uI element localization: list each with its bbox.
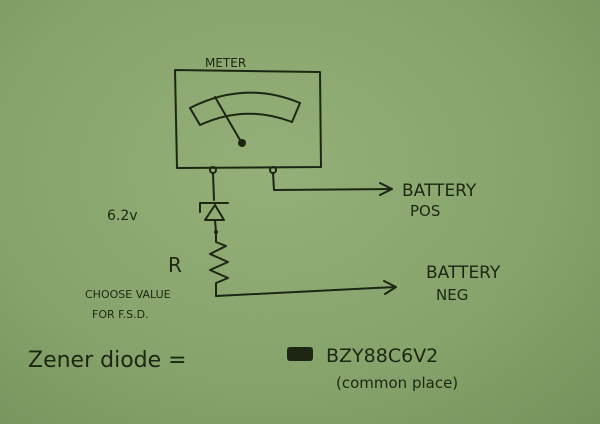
meter-pivot [238,139,246,147]
choose-value-label: CHOOSE VALUE [85,288,171,301]
meter-box [174,69,322,169]
wire-positive [272,172,391,191]
zener-voltage-label: 6.2v [107,208,138,224]
resistor [209,233,229,297]
resistor-label: R [168,253,182,277]
meter-scale-inner [199,112,293,126]
battery-neg-label-2: NEG [436,286,468,304]
meter-needle [214,96,241,141]
battery-pos-label: BATTERY [402,181,477,201]
arrow-negative [383,280,397,295]
part-number: BZY88C6V2 [326,345,438,367]
battery-pos-label-2: POS [410,202,440,220]
battery-neg-label: BATTERY [426,263,501,283]
meter [174,69,322,174]
zener-note-label: Zener diode = [28,348,187,373]
zener-diode [199,202,229,233]
choose-value-label-2: FOR F.S.D. [92,308,149,321]
scribble-mark [287,347,313,361]
arrow-positive [379,182,393,196]
part-remark: (common place) [336,374,458,392]
meter-label: METER [205,56,246,70]
wire-negative [215,286,396,297]
meter-scale-outer [189,91,301,109]
